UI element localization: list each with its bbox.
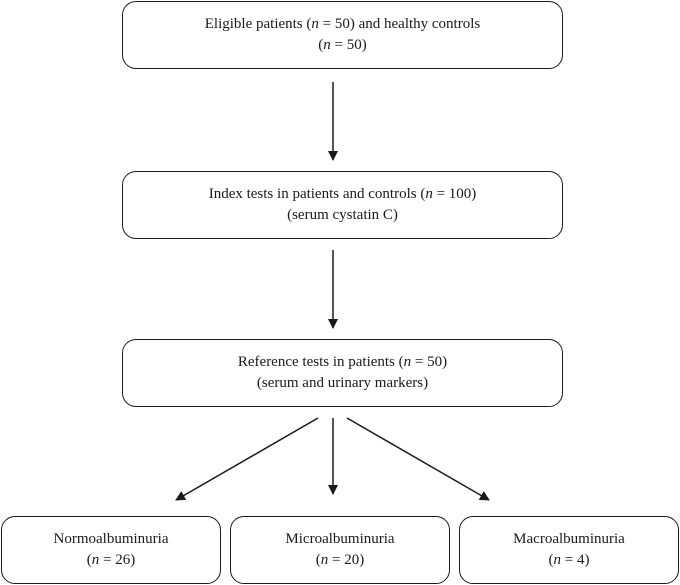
normoalbuminuria-box: Normoalbuminuria (n = 26) bbox=[1, 516, 221, 584]
index-line-2: (serum cystatin C) bbox=[287, 207, 398, 223]
index-line-1: Index tests in patients and controls (n … bbox=[208, 186, 477, 202]
arrow-reference-to-macro bbox=[346, 417, 490, 501]
normo-label: Normoalbuminuria bbox=[53, 531, 169, 547]
macro-label: Macroalbuminuria bbox=[513, 531, 625, 547]
eligible-line-2: (n = 50) bbox=[318, 37, 367, 53]
normo-count: (n = 26) bbox=[86, 552, 136, 568]
micro-label: Microalbuminuria bbox=[285, 531, 395, 547]
micro-count: (n = 20) bbox=[315, 552, 365, 568]
macro-count: (n = 4) bbox=[548, 552, 590, 568]
reference-line-2: (serum and urinary markers) bbox=[256, 375, 429, 391]
eligible-participants-box: Eligible patients (n = 50) and healthy c… bbox=[122, 1, 563, 69]
eligible-line-1: Eligible patients (n = 50) and healthy c… bbox=[204, 16, 481, 32]
index-tests-box: Index tests in patients and controls (n … bbox=[122, 171, 563, 239]
microalbuminuria-box: Microalbuminuria (n = 20) bbox=[230, 516, 450, 584]
reference-tests-box: Reference tests in patients (n = 50) (se… bbox=[122, 339, 563, 407]
reference-line-1: Reference tests in patients (n = 50) bbox=[237, 354, 448, 370]
arrow-reference-to-normo bbox=[175, 417, 319, 501]
macroalbuminuria-box: Macroalbuminuria (n = 4) bbox=[459, 516, 679, 584]
